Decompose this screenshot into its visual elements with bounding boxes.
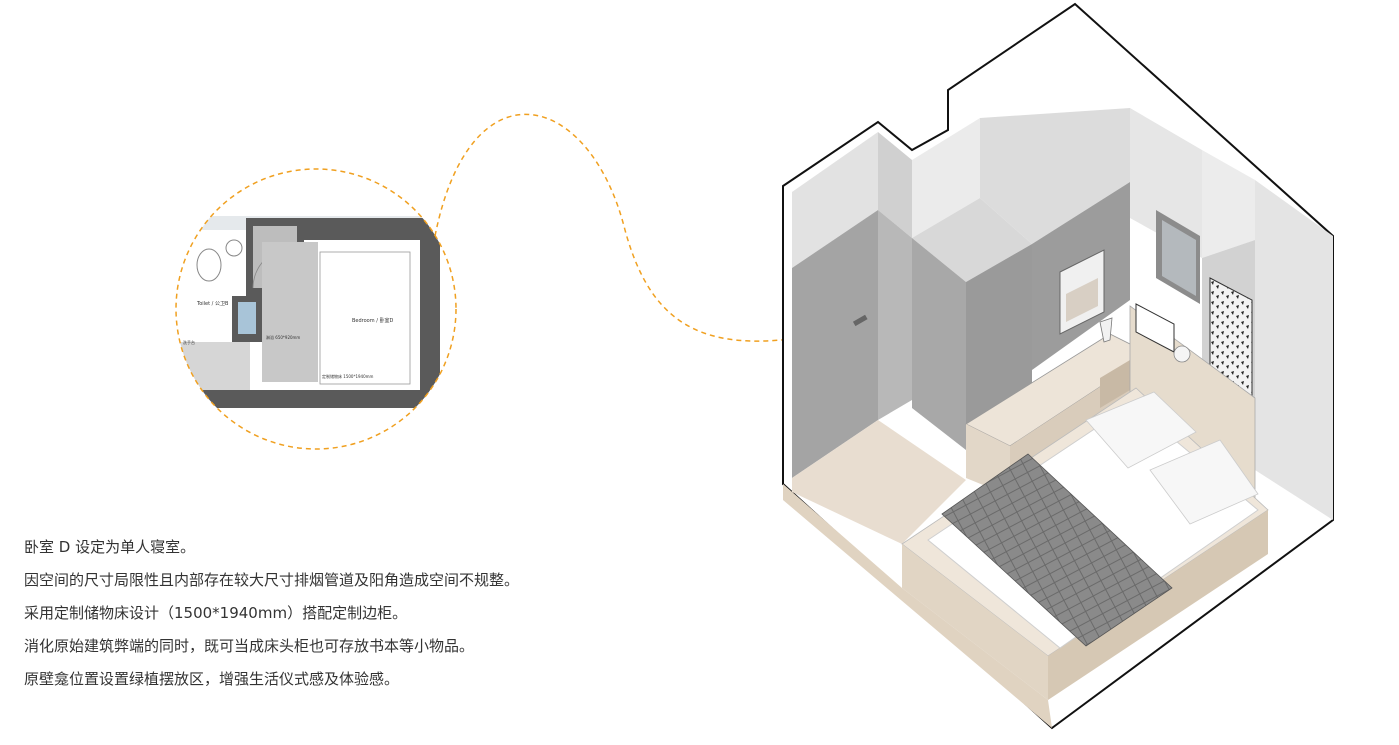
bed-base-side (1048, 510, 1268, 700)
description-line-4: 消化原始建筑弊端的同时，既可当成床头柜也可存放书本等小物品。 (24, 637, 475, 655)
room-axonometric (782, 2, 1334, 730)
niche-shelf (1066, 278, 1098, 322)
bed-throw (941, 453, 1173, 647)
bedroom-wall-right (420, 218, 440, 408)
bedroom-wall-top (304, 218, 434, 240)
pillow-left (1085, 391, 1197, 469)
description-block: 卧室 D 设定为单人寝室。 因空间的尺寸局限性且内部存在较大尺寸排烟管道及阳角造… (24, 531, 644, 696)
wardrobe-cap (912, 198, 1032, 282)
column-upper (878, 132, 912, 238)
zoom-circle (175, 168, 457, 450)
tall-cabinet-top (1202, 150, 1255, 258)
description-line-1: 卧室 D 设定为单人寝室。 (24, 538, 196, 556)
wardrobe-side (912, 238, 966, 450)
toilet-icon (196, 248, 222, 282)
lamp-icon (1099, 317, 1113, 343)
tall-cabinet (1255, 180, 1333, 520)
bed-dimension-label: 定制储物床 1500*1940mm (322, 373, 374, 379)
floor (792, 420, 966, 544)
right-wall-upper (1130, 108, 1202, 258)
connector-line (434, 113, 951, 342)
pillow-right (1149, 439, 1259, 525)
column-front (878, 210, 912, 420)
floor-plan-zoom: Toilet / 公卫B Bedroom / 卧室D 淋浴 650*920mm … (175, 168, 457, 450)
corridor (262, 242, 320, 382)
sink-icon (225, 239, 243, 257)
left-wall (792, 210, 878, 478)
bedroom-label: Bedroom / 卧室D (352, 317, 393, 324)
back-wall-upper (980, 108, 1130, 244)
floor-front-edge (783, 484, 1052, 728)
globe-icon (1173, 345, 1191, 363)
wardrobe-handle (852, 314, 868, 327)
basin (238, 302, 256, 334)
fixture-label: 洗手台 (183, 339, 195, 345)
bed-base-front (902, 544, 1048, 700)
description-line-3: 采用定制储物床设计（1500*1940mm）搭配定制边柜。 (24, 604, 408, 622)
description-line-2: 因空间的尺寸局限性且内部存在较大尺寸排烟管道及阳角造成空间不规整。 (24, 571, 520, 589)
bed-outline (319, 251, 411, 385)
toilet-label: Toilet / 公卫B (196, 301, 229, 307)
shower-dimension-label: 淋浴 650*920mm (266, 334, 300, 340)
bedroom-wall-bottom (176, 390, 440, 408)
left-wall-upper (792, 132, 878, 268)
description-line-5: 原壁龛位置设置绿植摆放区，增强生活仪式感及体验感。 (24, 670, 400, 688)
window (1162, 220, 1196, 296)
